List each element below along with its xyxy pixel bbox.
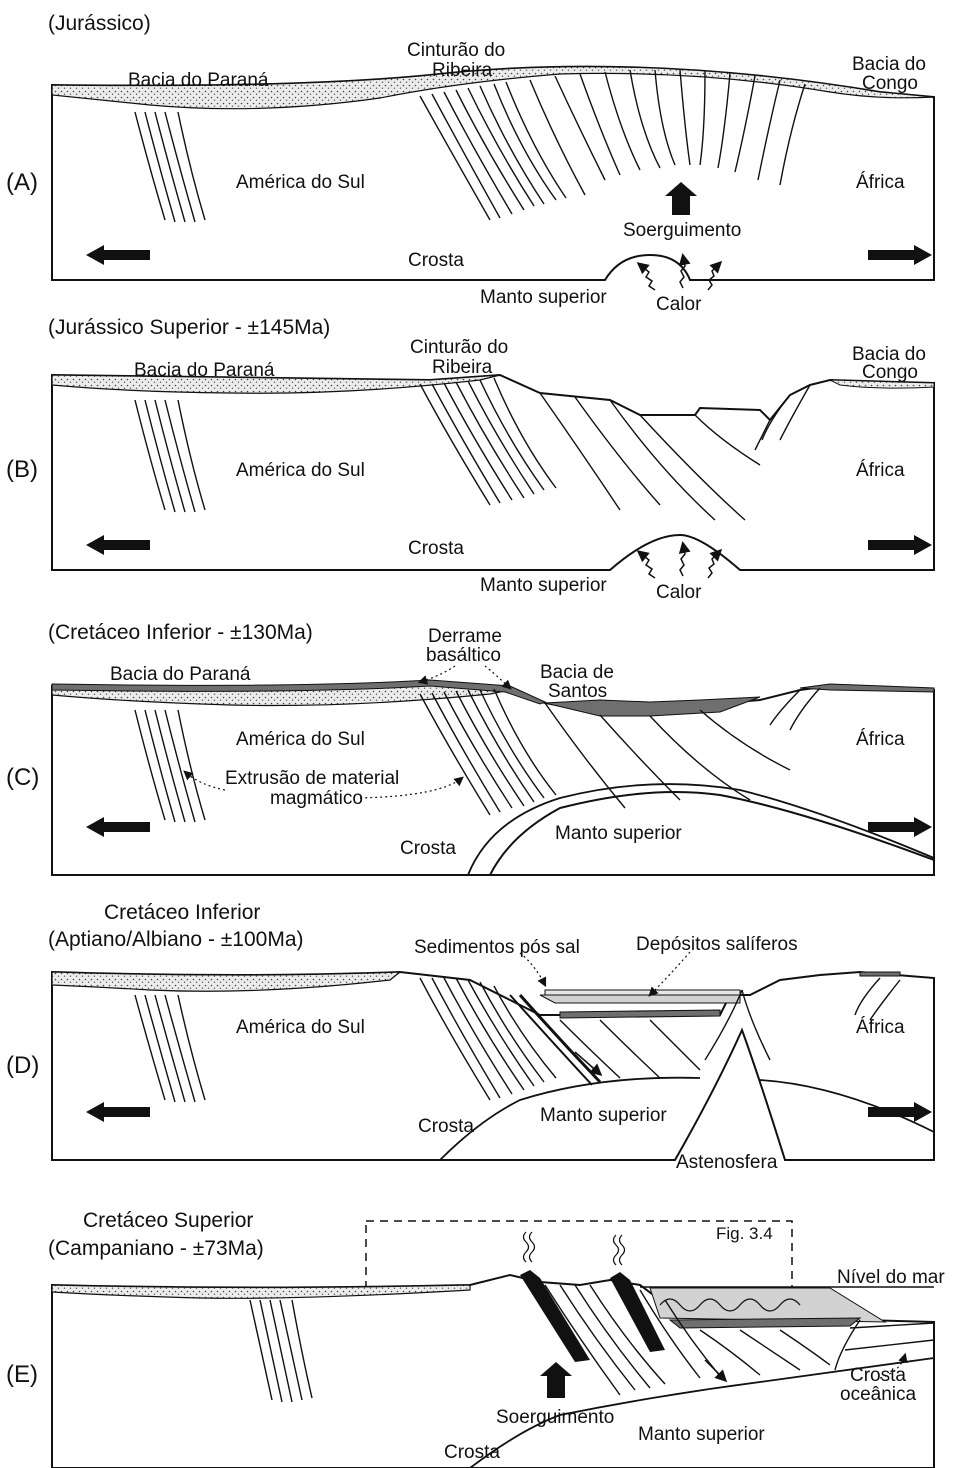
panel-a-calor: Calor xyxy=(656,294,702,315)
panel-a-bacia-parana: Bacia do Paraná xyxy=(128,70,269,91)
panel-d: Cretáceo Inferior (Aptiano/Albiano - ±10… xyxy=(6,901,934,1173)
panel-a-congo-2: Congo xyxy=(862,73,918,94)
panel-a-congo-1: Bacia do xyxy=(852,54,926,75)
panel-e-smoke xyxy=(524,1232,625,1265)
panel-b: (Jurássico Superior - ±145Ma) (B) Bacia … xyxy=(6,316,934,603)
panel-a-africa: África xyxy=(856,172,905,193)
panel-d-title-2: (Aptiano/Albiano - ±100Ma) xyxy=(48,928,304,951)
panel-a: (Jurássico) (A) Bacia do Paraná Cinturão… xyxy=(6,12,934,315)
panel-d-post-salt xyxy=(545,990,740,995)
panel-e: Cretáceo Superior (Campaniano - ±73Ma) (… xyxy=(6,1209,945,1468)
panel-b-heat-arrows xyxy=(639,544,720,578)
panel-e-crosta: Crosta xyxy=(444,1442,500,1463)
panel-a-cinturao-2: Ribeira xyxy=(432,60,493,81)
panel-c-santos-1: Bacia de xyxy=(540,662,614,683)
panel-b-bacia-parana: Bacia do Paraná xyxy=(134,360,275,381)
panel-a-manto: Manto superior xyxy=(480,287,607,308)
panel-b-title: (Jurássico Superior - ±145Ma) xyxy=(48,316,330,339)
panel-c-africa: África xyxy=(856,729,905,750)
panel-c-derrame-1: Derrame xyxy=(428,626,502,647)
panel-d-letter: (D) xyxy=(6,1052,39,1079)
panel-e-crosta-oc-2: oceânica xyxy=(840,1384,916,1405)
panel-a-cinturao-1: Cinturão do xyxy=(407,40,505,61)
panel-c-letter: (C) xyxy=(6,764,39,791)
panel-c-santos-2: Santos xyxy=(548,681,607,702)
panel-d-america: América do Sul xyxy=(236,1017,365,1038)
panel-b-africa: África xyxy=(856,460,905,481)
panel-e-nivel-mar: Nível do mar xyxy=(837,1267,945,1288)
panel-b-crosta: Crosta xyxy=(408,538,464,559)
panel-d-depositos: Depósitos salíferos xyxy=(636,934,798,955)
panel-c-manto: Manto superior xyxy=(555,823,682,844)
panel-c-extrusao-2: magmático xyxy=(270,788,363,809)
panel-e-letter: (E) xyxy=(6,1361,38,1388)
panel-d-basalt xyxy=(560,1010,720,1018)
panel-b-cinturao-2: Ribeira xyxy=(432,357,493,378)
panel-b-cinturao-1: Cinturão do xyxy=(410,337,508,358)
panel-e-manto: Manto superior xyxy=(638,1424,765,1445)
panel-d-astenosfera: Astenosfera xyxy=(676,1152,778,1173)
panel-a-soerguimento: Soerguimento xyxy=(623,220,741,241)
panel-e-soerguimento: Soerguimento xyxy=(496,1407,614,1428)
panel-b-letter: (B) xyxy=(6,456,38,483)
panel-d-congo-basalt xyxy=(860,972,900,976)
panel-a-america: América do Sul xyxy=(236,172,365,193)
panel-b-manto: Manto superior xyxy=(480,575,607,596)
panel-d-salt xyxy=(540,995,740,1003)
panel-c-crosta: Crosta xyxy=(400,838,456,859)
panel-c: (Cretáceo Inferior - ±130Ma) (C) Derrame… xyxy=(6,621,934,875)
panel-e-fig: Fig. 3.4 xyxy=(716,1224,773,1243)
panel-e-salt-wedge xyxy=(650,1288,885,1322)
panel-d-title-1: Cretáceo Inferior xyxy=(104,901,260,924)
panel-c-title: (Cretáceo Inferior - ±130Ma) xyxy=(48,621,313,644)
panel-d-africa: África xyxy=(856,1017,905,1038)
panel-a-letter: (A) xyxy=(6,169,38,196)
panel-b-calor: Calor xyxy=(656,582,702,603)
panel-d-sedimentos: Sedimentos pós sal xyxy=(414,937,580,958)
panel-a-crosta: Crosta xyxy=(408,250,464,271)
panel-c-bacia-parana: Bacia do Paraná xyxy=(110,664,251,685)
panel-b-america: América do Sul xyxy=(236,460,365,481)
panel-e-basalt xyxy=(670,1318,860,1328)
panel-e-title-1: Cretáceo Superior xyxy=(83,1209,253,1232)
panel-b-congo-2: Congo xyxy=(862,362,918,383)
panel-d-crosta: Crosta xyxy=(418,1116,474,1137)
panel-d-manto: Manto superior xyxy=(540,1105,667,1126)
panel-c-derrame-2: basáltico xyxy=(426,645,501,666)
panel-e-title-2: (Campaniano - ±73Ma) xyxy=(48,1237,264,1260)
panel-a-title: (Jurássico) xyxy=(48,12,151,35)
panel-c-extrusao-1: Extrusão de material xyxy=(225,768,399,789)
panel-d-pointers xyxy=(520,952,690,995)
panel-c-america: América do Sul xyxy=(236,729,365,750)
panel-e-crosta-oc-1: Crosta xyxy=(850,1365,906,1386)
